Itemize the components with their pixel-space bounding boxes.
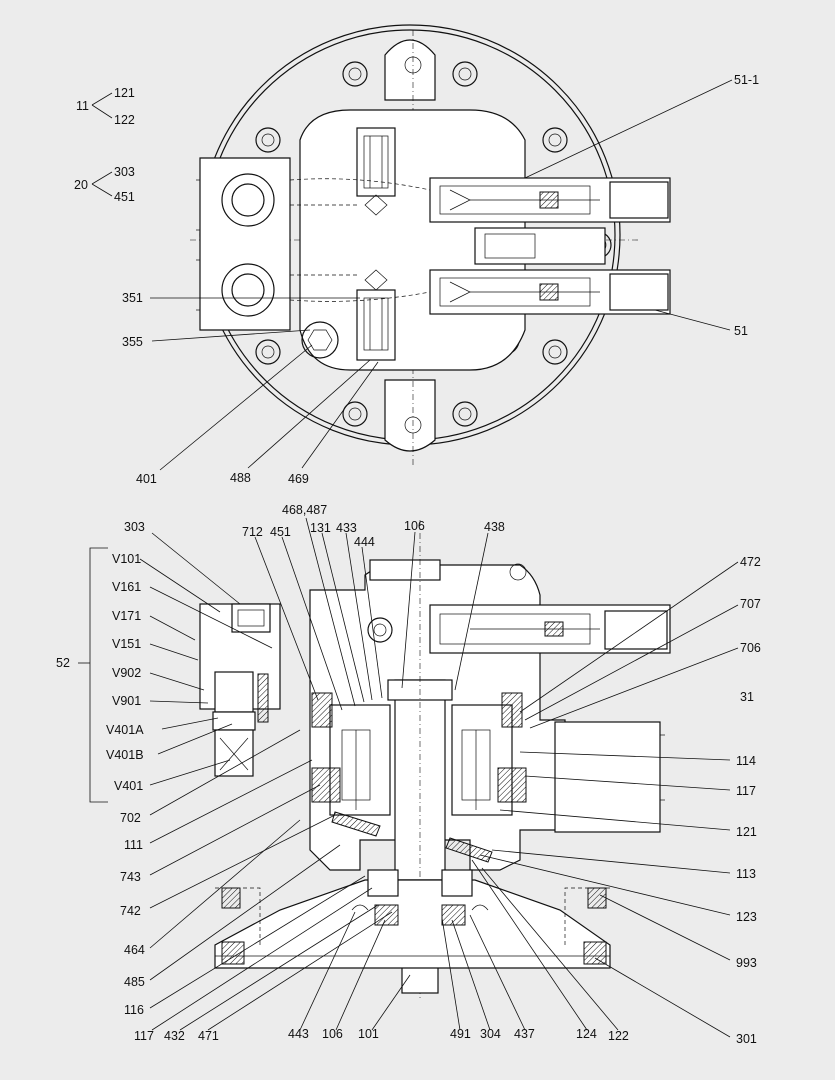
top-view	[91, 24, 733, 471]
label-31: 31	[740, 690, 754, 704]
label-106-top: 106	[404, 519, 425, 533]
label-111: 111	[124, 838, 143, 852]
label-468-487: 468,487	[282, 503, 327, 517]
label-437: 437	[514, 1027, 535, 1041]
label-52: 52	[56, 656, 70, 670]
label-351: 351	[122, 291, 143, 305]
label-122-bottom: 122	[608, 1029, 629, 1043]
label-303: 303	[124, 520, 145, 534]
label-116: 116	[124, 1003, 144, 1017]
label-123: 123	[736, 910, 757, 924]
label-101: 101	[358, 1027, 379, 1041]
label-121: 121	[736, 825, 757, 839]
label-V901: V901	[112, 694, 141, 708]
label-301: 301	[736, 1032, 757, 1046]
label-712: 712	[242, 525, 263, 539]
label-117-right: 117	[736, 784, 756, 798]
label-121-top: 121	[114, 86, 135, 100]
label-432: 432	[164, 1029, 185, 1043]
label-491: 491	[450, 1027, 471, 1041]
label-V101: V101	[112, 552, 141, 566]
label-488: 488	[230, 471, 251, 485]
label-355: 355	[122, 335, 143, 349]
label-401: 401	[136, 472, 157, 486]
label-V161: V161	[112, 580, 141, 594]
label-464: 464	[124, 943, 145, 957]
label-122-top: 122	[114, 113, 135, 127]
section-view	[78, 517, 739, 1038]
label-106-bottom: 106	[322, 1027, 343, 1041]
label-124: 124	[576, 1027, 597, 1041]
label-V171: V171	[112, 609, 141, 623]
label-V401: V401	[114, 779, 143, 793]
brake-discs	[311, 692, 527, 803]
label-113: 113	[736, 867, 756, 881]
label-469: 469	[288, 472, 309, 486]
label-20: 20	[74, 178, 88, 192]
label-743: 743	[120, 870, 141, 884]
label-993: 993	[736, 956, 757, 970]
label-303-top: 303	[114, 165, 135, 179]
label-702: 702	[120, 811, 141, 825]
label-472: 472	[740, 555, 761, 569]
label-471: 471	[198, 1029, 219, 1043]
label-742: 742	[120, 904, 141, 918]
label-444: 444	[354, 535, 375, 549]
label-V151: V151	[112, 637, 141, 651]
label-51: 51	[734, 324, 748, 338]
label-706: 706	[740, 641, 761, 655]
label-131: 131	[310, 521, 331, 535]
label-V401B: V401B	[106, 748, 144, 762]
label-433: 433	[336, 521, 357, 535]
label-304: 304	[480, 1027, 501, 1041]
label-117-bottom: 117	[134, 1029, 154, 1043]
label-51-1: 51-1	[734, 73, 759, 87]
label-V401A: V401A	[106, 723, 144, 737]
label-707: 707	[740, 597, 761, 611]
label-114: 114	[736, 754, 756, 768]
label-438: 438	[484, 520, 505, 534]
label-V902: V902	[112, 666, 141, 680]
label-451: 451	[270, 525, 291, 539]
label-11: 11	[76, 99, 89, 113]
label-451-top: 451	[114, 190, 135, 204]
label-443: 443	[288, 1027, 309, 1041]
part-labels: 11 121 122 20 303 451 351 355 401 488 46…	[56, 73, 761, 1046]
label-485: 485	[124, 975, 145, 989]
